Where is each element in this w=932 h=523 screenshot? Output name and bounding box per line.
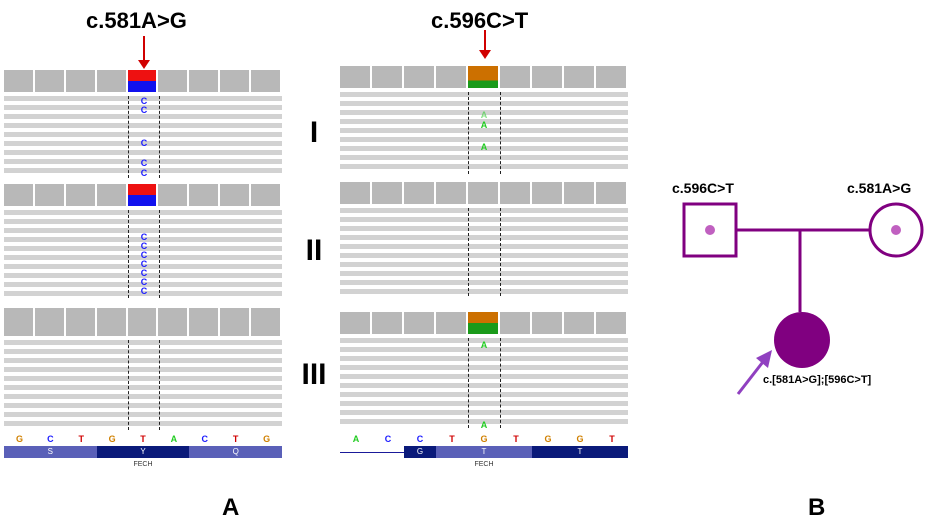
mismatch-base: C bbox=[140, 286, 148, 296]
ref-base: C bbox=[201, 434, 209, 444]
coverage-track bbox=[4, 184, 283, 206]
variant-coverage-bar bbox=[468, 312, 500, 334]
mother-carrier-dot bbox=[891, 225, 901, 235]
variant-coverage-bar bbox=[127, 184, 159, 206]
mutation-label-581: c.581A>G bbox=[86, 8, 187, 33]
amino-acid: T bbox=[436, 446, 532, 458]
coverage-track bbox=[340, 66, 628, 88]
mutation-label-596: c.596C>T bbox=[431, 8, 529, 33]
mismatch-base: A bbox=[480, 420, 488, 430]
variant-coverage-bar bbox=[127, 70, 159, 92]
proband-arrow-shaft bbox=[736, 357, 768, 395]
mismatch-base: C bbox=[140, 105, 148, 115]
arrow-581-shaft bbox=[143, 36, 145, 62]
mismatch-base: C bbox=[140, 250, 148, 260]
reads-track bbox=[4, 340, 282, 430]
amino-acid: Q bbox=[189, 446, 283, 458]
ref-base: G bbox=[263, 434, 271, 444]
mismatch-base: A bbox=[480, 120, 488, 130]
amino-acid: S bbox=[4, 446, 97, 458]
proband-genotype: c.[581A>G];[596C>T] bbox=[763, 374, 872, 386]
pedigree-diagram bbox=[682, 202, 924, 395]
igv-panel-left-row2: C C C C C C C bbox=[4, 184, 283, 299]
igv-panel-right-row2 bbox=[340, 182, 628, 297]
row-label-3: III bbox=[301, 358, 327, 391]
strand-arrow-icon bbox=[340, 446, 404, 453]
coverage-track bbox=[4, 70, 283, 92]
row-label-2: II bbox=[305, 234, 323, 267]
mismatch-base: C bbox=[140, 277, 148, 287]
ref-base: C bbox=[384, 434, 392, 444]
proband-arrow-icon bbox=[756, 350, 772, 368]
amino-acid: Y bbox=[96, 446, 190, 458]
ref-base: G bbox=[108, 434, 116, 444]
amino-acid: G bbox=[404, 446, 436, 458]
mismatch-base: C bbox=[140, 138, 148, 148]
mismatch-base: C bbox=[140, 158, 148, 168]
arrow-596-shaft bbox=[484, 30, 486, 52]
mother-label: c.581A>G bbox=[847, 180, 912, 196]
reads-track: A A A bbox=[340, 92, 628, 174]
mismatch-base: C bbox=[140, 168, 148, 178]
gene-label: FECH bbox=[133, 461, 153, 468]
igv-panel-right-row3: A A bbox=[340, 312, 628, 430]
reads-track: C C C C C C C bbox=[4, 210, 282, 298]
coverage-track bbox=[340, 312, 628, 334]
proband-circle bbox=[774, 312, 830, 368]
mismatch-base: C bbox=[140, 268, 148, 278]
reads-track: A A bbox=[340, 338, 628, 430]
mismatch-base: A bbox=[480, 142, 488, 152]
panel-letter-a: A bbox=[222, 494, 240, 521]
ref-base: G bbox=[544, 434, 552, 444]
ref-base: T bbox=[78, 434, 84, 444]
ref-base: G bbox=[480, 434, 488, 444]
amino-acid: T bbox=[532, 446, 628, 458]
ref-base: T bbox=[449, 434, 455, 444]
ref-base: T bbox=[513, 434, 519, 444]
igv-panel-right-row1: A A A bbox=[340, 66, 628, 174]
mismatch-base: C bbox=[140, 96, 148, 106]
reads-track bbox=[340, 208, 628, 296]
ref-base: G bbox=[576, 434, 584, 444]
ref-base: T bbox=[232, 434, 239, 444]
ref-base: T bbox=[140, 434, 146, 444]
panel-letter-b: B bbox=[808, 494, 826, 521]
father-label: c.596C>T bbox=[672, 180, 734, 196]
ref-base: G bbox=[15, 434, 23, 444]
ref-base: C bbox=[416, 434, 424, 444]
coverage-track bbox=[4, 308, 283, 336]
igv-panel-left-row3 bbox=[4, 308, 283, 430]
reads-track: C C C C C bbox=[4, 96, 282, 178]
ref-base: T bbox=[609, 434, 615, 444]
mismatch-base: C bbox=[140, 259, 148, 269]
arrow-581-icon bbox=[138, 60, 150, 69]
mismatch-base: A bbox=[480, 110, 488, 120]
ref-base: C bbox=[47, 434, 54, 444]
mismatch-base: C bbox=[140, 241, 148, 251]
row-label-1: I bbox=[309, 116, 319, 149]
ref-base: A bbox=[352, 434, 360, 444]
arrow-596-icon bbox=[479, 50, 491, 59]
mismatch-base: C bbox=[140, 232, 148, 242]
coverage-track bbox=[340, 182, 628, 204]
gene-label: FECH bbox=[474, 461, 494, 468]
variant-coverage-bar bbox=[468, 66, 500, 88]
ref-base: A bbox=[170, 434, 178, 444]
igv-panel-left-row1: C C C C C bbox=[4, 70, 283, 178]
father-carrier-dot bbox=[705, 225, 715, 235]
mismatch-base: A bbox=[480, 340, 488, 350]
